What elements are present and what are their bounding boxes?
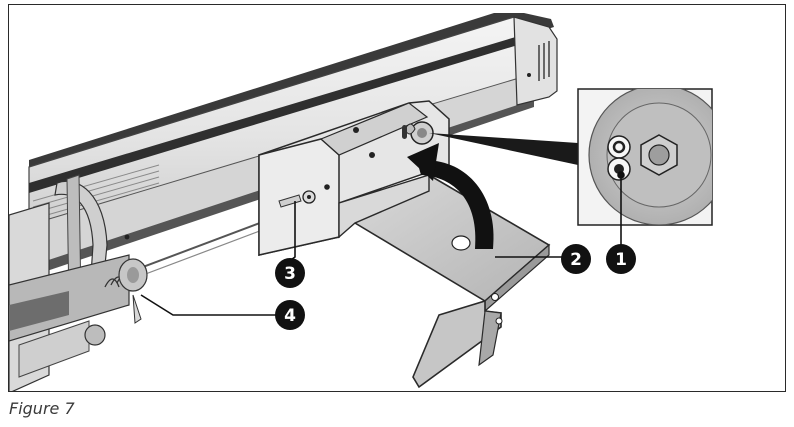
callout-3: 3 xyxy=(275,258,305,288)
callout-1-label: 1 xyxy=(615,250,627,270)
rotation-arrow xyxy=(407,143,494,249)
wall-plate xyxy=(338,174,551,389)
callout-1: 1 xyxy=(606,244,636,274)
zoom-detail xyxy=(429,88,713,226)
heater-bracket-illustration: 1 2 3 4 xyxy=(9,13,713,391)
callout-2-label: 2 xyxy=(570,250,582,270)
lower-tube xyxy=(9,202,282,391)
figure-caption: Figure 7 xyxy=(9,399,75,418)
slot-detail xyxy=(607,135,631,181)
callout-2: 2 xyxy=(561,244,591,274)
callout-4-label: 4 xyxy=(284,306,296,326)
callout-3-label: 3 xyxy=(284,264,296,284)
figure-frame: 1 2 3 4 xyxy=(8,4,786,392)
mounting-bracket xyxy=(258,100,450,256)
callout-4: 4 xyxy=(275,300,305,330)
